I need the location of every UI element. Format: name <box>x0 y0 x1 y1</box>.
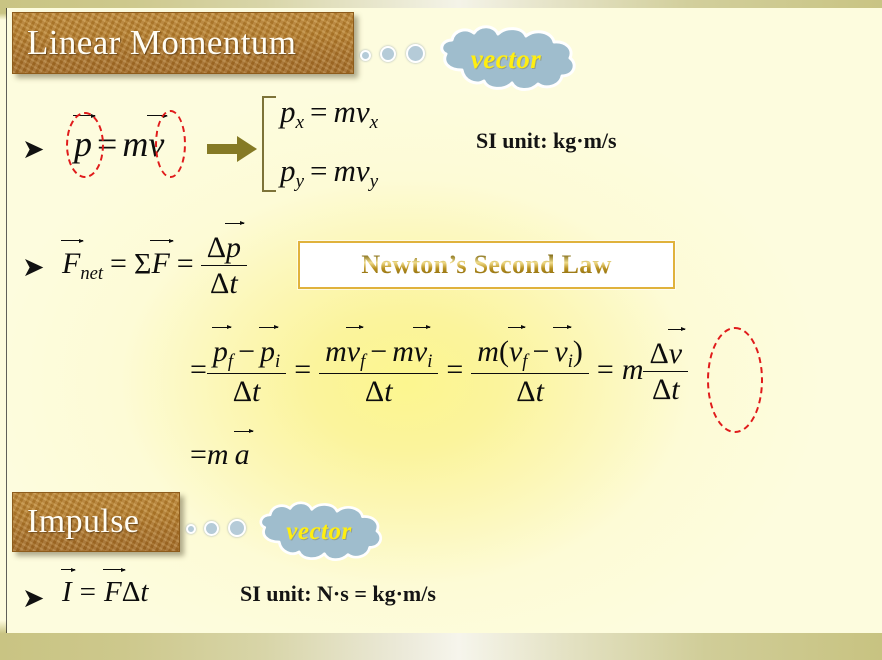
fraction-m-vf-minus-vi: m(vf−vi)Δt <box>471 325 589 409</box>
cloud-bubble: vector <box>432 24 580 94</box>
callout-vector-momentum: vector <box>360 24 580 94</box>
bullet-arrow-impulse: ➤ <box>22 583 45 614</box>
derivation-equals-0: = <box>190 353 207 387</box>
section-heading-impulse: Impulse <box>12 492 180 552</box>
final-equals: = <box>190 438 207 471</box>
vector-v: v <box>147 113 169 162</box>
derivation-equals-2: = <box>446 353 464 387</box>
left-border-band <box>0 0 7 660</box>
left-edge-line <box>6 8 7 633</box>
callout-dot-large <box>406 44 425 63</box>
cloud-bubble: vector <box>252 500 386 564</box>
bullet-arrow-newton: ➤ <box>22 252 45 283</box>
bottom-border-band <box>0 633 882 660</box>
bullet-arrow-momentum: ➤ <box>22 134 45 165</box>
callout-dot-large <box>228 519 246 537</box>
derivation-equals-3: = <box>596 353 614 387</box>
equals-sign: = <box>79 576 97 608</box>
component-brace <box>262 96 276 192</box>
callout-dot-small <box>186 524 196 534</box>
implication-arrow <box>207 134 259 169</box>
mass-factor: m <box>621 353 644 387</box>
equation-momentum-y-component: py=mvy <box>280 153 379 193</box>
section-heading-label: Impulse <box>27 503 140 540</box>
vector-F: F <box>103 567 126 607</box>
callout-dot-medium <box>380 46 396 62</box>
callout-dot-small <box>360 50 371 61</box>
newtons-second-law-box: Newton’s Second Law <box>298 241 675 289</box>
callout-dot-medium <box>204 521 219 536</box>
vector-I: I <box>61 567 76 607</box>
callout-vector-impulse: vector <box>186 500 386 564</box>
p-x-symbol: p <box>280 94 296 129</box>
mass-symbol: m <box>122 124 149 164</box>
equation-impulse-definition: I=FΔt <box>61 567 148 608</box>
section-heading-label: Linear Momentum <box>27 23 297 62</box>
equation-momentum-x-component: px=mvx <box>280 94 379 134</box>
si-unit-momentum: SI unit: kg·m/s <box>476 128 617 153</box>
derivation-equals-1: = <box>294 353 312 387</box>
vector-p: p <box>73 113 96 162</box>
final-mass: m <box>206 438 229 471</box>
equals-sign: = <box>97 124 118 164</box>
vector-a: a <box>233 429 254 470</box>
section-heading-linear-momentum: Linear Momentum <box>12 12 354 74</box>
vector-F-net: F <box>61 238 85 279</box>
vector-F: F <box>150 238 175 279</box>
si-unit-impulse: SI unit: N·s = kg·m/s <box>240 581 436 606</box>
top-border-band <box>0 0 882 8</box>
newtons-second-law-label: Newton’s Second Law <box>361 250 612 279</box>
p-y-symbol: p <box>280 153 296 188</box>
